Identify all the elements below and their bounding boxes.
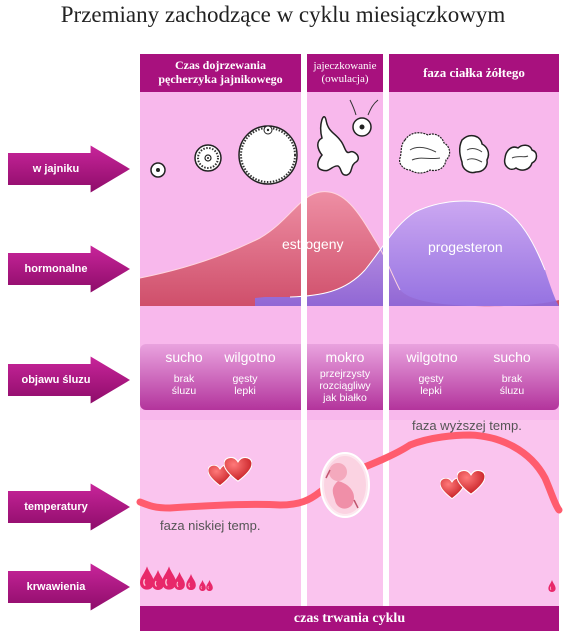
follicle-small-icon [150, 162, 166, 178]
divider-ovulation-end [383, 54, 389, 606]
mucus-stage-3-sub3: jak białko [323, 392, 367, 405]
mucus-stage-2-sub1: gęsty [232, 373, 258, 385]
mucus-stage-3-sub1: przejrzysty [319, 368, 371, 380]
mucus-stage-5-main: sucho [493, 349, 531, 365]
mucus-stage-3-detail: przejrzysty rozciągliwy jak białko [308, 368, 382, 404]
mucus-stage-2-detail: gęsty lepki [216, 373, 274, 397]
mucus-stage-3-main: mokro [325, 349, 365, 365]
mucus-stage-4-sub2: lepki [420, 385, 442, 398]
estrogen-curve [139, 191, 401, 291]
egg-cell-icon [349, 99, 379, 137]
phase-ovulation-line1: jajeczkowanie [313, 60, 377, 73]
corpus-luteum-medium-icon [458, 134, 490, 174]
mucus-stage-1-main: sucho [165, 349, 203, 365]
corpus-albicans-icon [503, 144, 538, 171]
mucus-stage-2-sub2: lepki [234, 385, 256, 398]
low-temp-label: faza niskiej temp. [160, 518, 261, 533]
mucus-stage-2-main: wilgotno [224, 349, 276, 365]
phase-ovulation-line2: (owulacja) [321, 73, 369, 85]
high-temp-label: faza wyższej temp. [412, 418, 522, 433]
phase-follicular: Czas dojrzewania pęcherzyka jajnikowego [140, 54, 301, 92]
corpus-luteum-large-icon [399, 132, 451, 174]
mucus-stage-3-sub2: rozciągliwy [319, 380, 371, 393]
estrogen-label: estrogeny [282, 236, 344, 252]
follicle-medium-icon [194, 144, 222, 172]
mucus-stage-1-sub2: śluzu [171, 385, 197, 398]
ruptured-follicle-icon [317, 116, 360, 176]
mucus-stage-4-detail: gęsty lepki [402, 373, 460, 397]
page-title: Przemiany zachodzące w cyklu miesiączkow… [60, 2, 506, 27]
mucus-stage-5-sub2: śluzu [499, 385, 525, 398]
row-label-hormones: hormonalne [24, 263, 88, 275]
mucus-stage-1-detail: brak śluzu [160, 373, 208, 397]
mucus-stage-4-main: wilgotno [406, 349, 458, 365]
phase-ovulation: jajeczkowanie (owulacja) [307, 54, 383, 92]
mucus-band [140, 344, 559, 410]
phase-luteal: faza ciałka żółtego [389, 54, 559, 92]
phase-follicular-line1: Czas dojrzewania [175, 58, 266, 73]
estrogen-area [140, 191, 559, 307]
row-label-temperature: temperatury [24, 501, 88, 513]
progesterone-curve [289, 200, 546, 298]
follicle-large-icon [238, 125, 298, 185]
phase-follicular-line2: pęcherzyka jajnikowego [158, 72, 283, 86]
mucus-stage-1-sub1: brak [173, 373, 195, 385]
mucus-stage-5-sub1: brak [501, 373, 523, 385]
row-label-ovary: w jajniku [32, 163, 80, 175]
progesterone-label: progesteron [428, 239, 503, 255]
embryo-icon [320, 452, 370, 518]
row-label-mucus: objawu śluzu [21, 374, 91, 386]
divider-ovulation-start [301, 54, 307, 606]
cycle-duration-bar: czas trwania cyklu [140, 606, 559, 631]
mucus-stage-5-detail: brak śluzu [488, 373, 536, 397]
row-label-bleeding: krwawienia [26, 581, 86, 593]
progesterone-area [255, 200, 559, 306]
mucus-stage-4-sub1: gęsty [418, 373, 444, 385]
